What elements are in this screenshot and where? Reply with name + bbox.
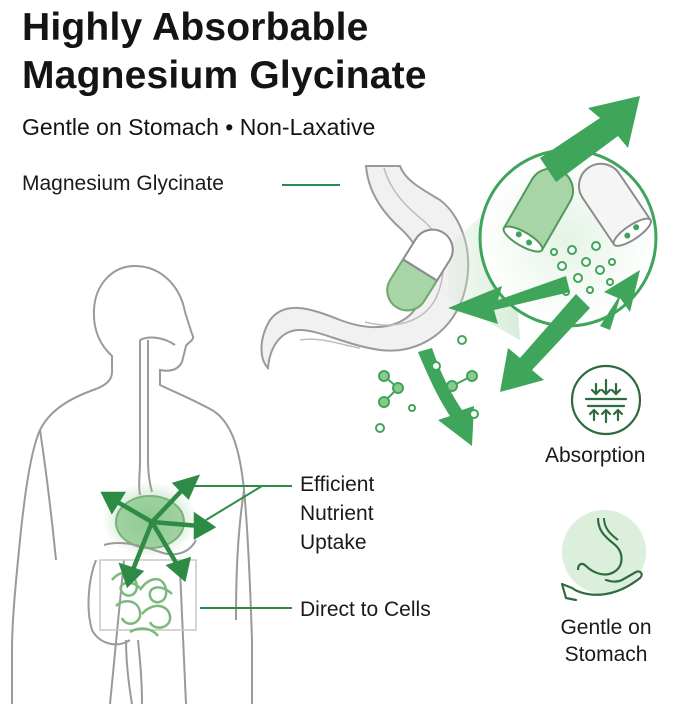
gentle-line-2: Stomach bbox=[564, 643, 648, 666]
uptake-callout: Efficient Nutrient Uptake bbox=[300, 470, 374, 557]
subtitle: Gentle on Stomach • Non-Laxative bbox=[22, 114, 376, 140]
molecules bbox=[375, 335, 479, 433]
cells-callout: Direct to Cells bbox=[300, 598, 431, 621]
body-silhouette-icon bbox=[11, 265, 253, 704]
gentle-badge-label: Gentle on Stomach bbox=[548, 614, 664, 668]
absorption-badge-label: Absorption bbox=[545, 444, 646, 467]
capsule-callout: Magnesium Glycinate bbox=[22, 172, 224, 195]
uptake-line-3: Uptake bbox=[300, 531, 367, 554]
uptake-line-2: Nutrient bbox=[300, 502, 374, 525]
page-title: Highly Absorbable Magnesium Glycinate bbox=[22, 4, 427, 100]
body-nutrient-arrows bbox=[100, 474, 217, 589]
open-capsule-left bbox=[502, 167, 574, 253]
capsule-icon bbox=[386, 228, 454, 312]
open-capsule-right bbox=[578, 162, 652, 247]
absorption-icon bbox=[570, 364, 642, 436]
title-line-1: Highly Absorbable bbox=[22, 6, 369, 49]
title-line-2: Magnesium Glycinate bbox=[22, 54, 427, 97]
gentle-line-1: Gentle on bbox=[560, 616, 652, 639]
stomach-hand-icon bbox=[560, 510, 646, 602]
absorption-arrows bbox=[418, 96, 640, 446]
callout-lines bbox=[190, 184, 340, 609]
esophagus bbox=[138, 336, 176, 496]
uptake-line-1: Efficient bbox=[300, 473, 375, 496]
